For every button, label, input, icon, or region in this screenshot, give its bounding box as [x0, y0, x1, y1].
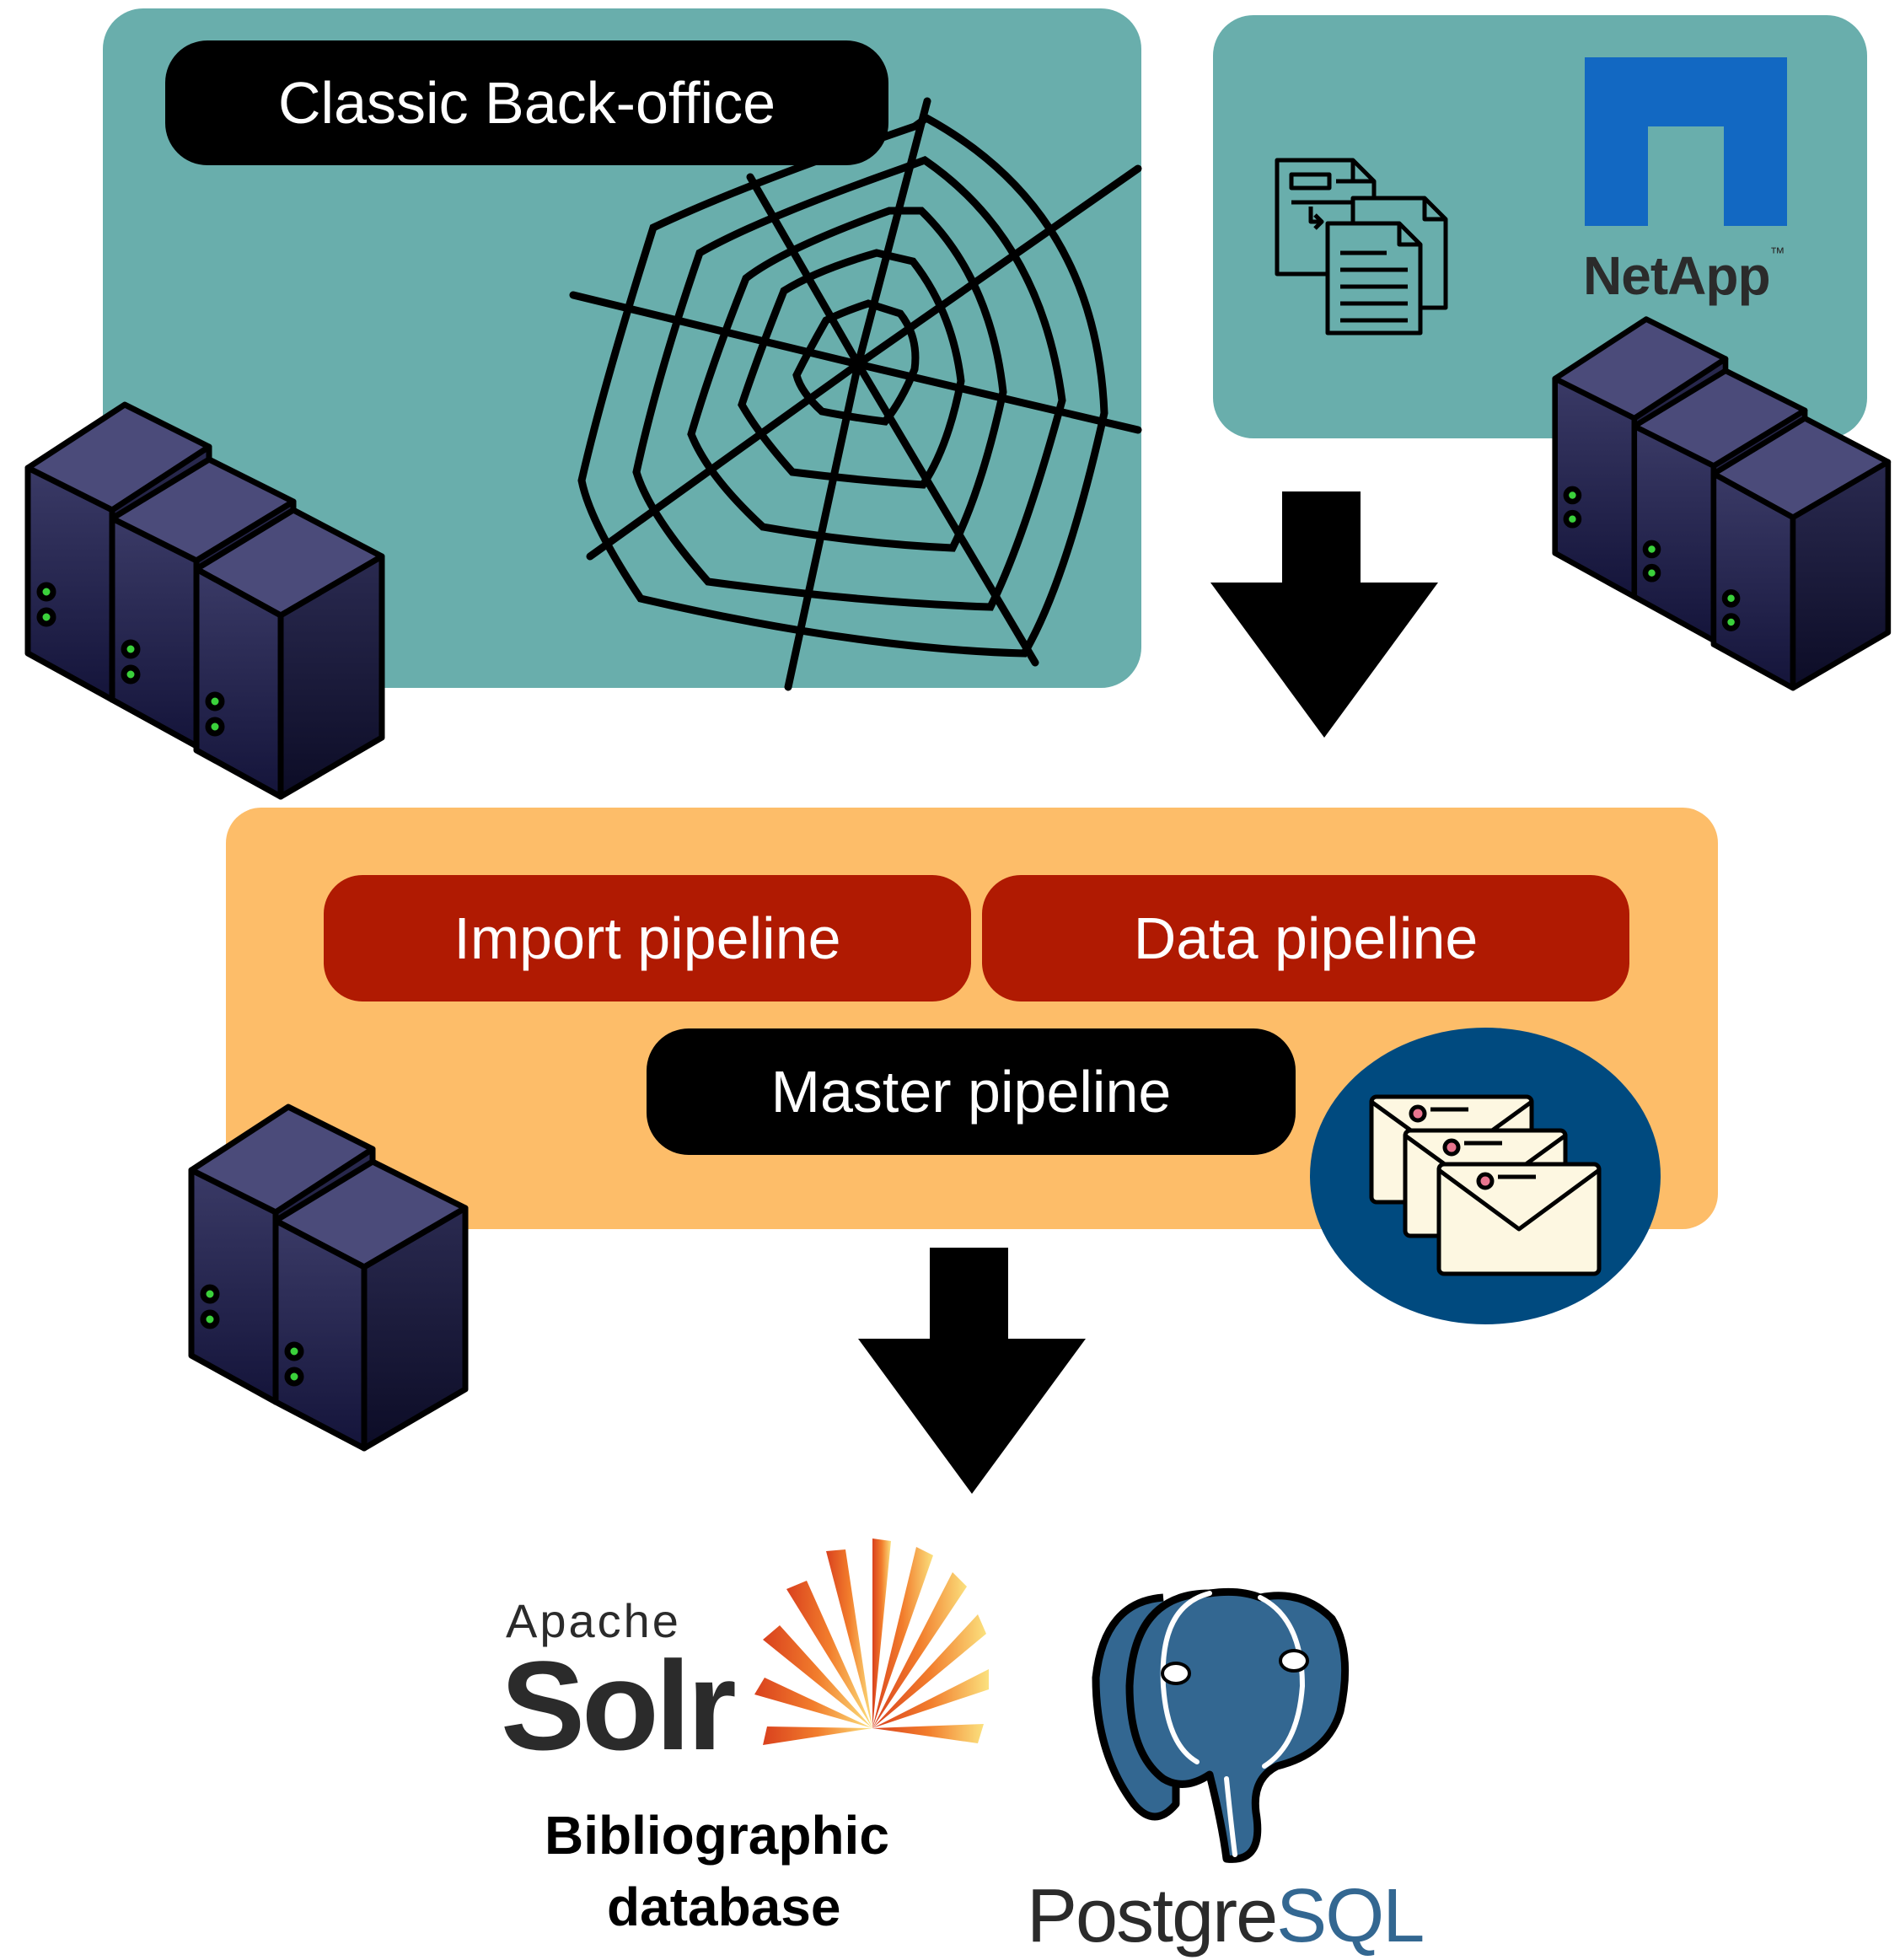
solr-label: Solr — [501, 1635, 737, 1776]
solr-caption-line1: Bibliographic — [545, 1805, 889, 1866]
solr-sunburst-icon — [754, 1538, 989, 1745]
postgres-label-part1: Postgre — [1027, 1874, 1278, 1958]
solr-caption-line2: database — [607, 1877, 841, 1937]
classic-back-office-label: Classic Back-office — [165, 40, 888, 165]
netapp-logo-icon — [1585, 57, 1787, 226]
data-pipeline-label: Data pipeline — [982, 875, 1629, 1001]
server-stack-icon — [188, 1104, 469, 1452]
message-queue-icon — [1310, 1028, 1661, 1324]
postgres-label-part2: SQL — [1276, 1874, 1425, 1958]
postgresql-elephant-icon — [1092, 1587, 1350, 1863]
netapp-wordmark: NetApp™ — [1583, 244, 1785, 307]
server-stack-icon — [1552, 316, 1892, 691]
postgresql-wordmark: PostgreSQL — [1027, 1873, 1425, 1960]
down-arrow-icon — [858, 1248, 1086, 1494]
master-pipeline-label: Master pipeline — [647, 1028, 1296, 1155]
netapp-tm: ™ — [1769, 244, 1785, 261]
down-arrow-icon — [1210, 491, 1438, 738]
server-stack-icon — [24, 401, 385, 800]
solr-apache-label: Apache — [506, 1594, 681, 1647]
import-pipeline-label: Import pipeline — [324, 875, 971, 1001]
netapp-label: NetApp — [1583, 245, 1771, 306]
documents-icon — [1275, 158, 1448, 336]
